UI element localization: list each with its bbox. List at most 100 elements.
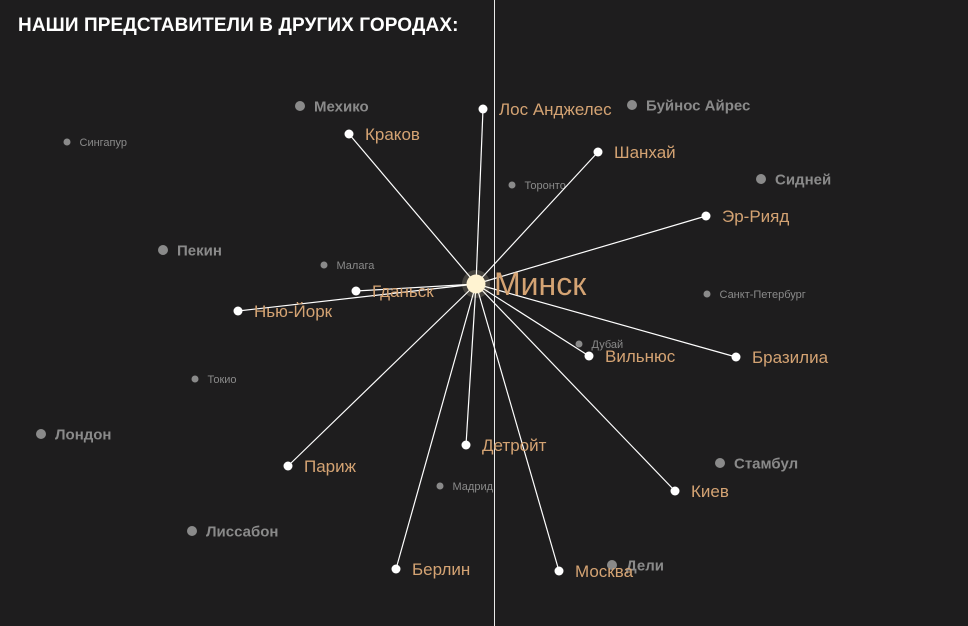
other-city-label: Мадрид — [453, 481, 494, 493]
connected-cities-layer: Лос АнджелесКраковШанхайЭр-РиядГданьскНь… — [233, 100, 829, 581]
other-city-dot — [320, 261, 328, 269]
connector-line — [355, 283, 477, 292]
connected-city-label[interactable]: Гданьск — [372, 282, 434, 301]
connected-city-label[interactable]: Лос Анджелес — [499, 100, 612, 119]
connected-city-8[interactable]: Детройт — [461, 436, 547, 455]
other-city-dot — [158, 245, 168, 255]
connected-city-11[interactable]: Берлин — [391, 560, 471, 579]
page-title: НАШИ ПРЕДСТАВИТЕЛИ В ДРУГИХ ГОРОДАХ: — [18, 15, 459, 36]
other-city-10: Лондон — [36, 426, 112, 443]
vertical-divider — [494, 0, 495, 626]
connected-city-dot[interactable] — [701, 211, 711, 221]
other-city-dot — [756, 174, 766, 184]
other-city-label: Дубай — [592, 339, 624, 351]
connected-city-label[interactable]: Детройт — [482, 436, 547, 455]
connected-city-dot[interactable] — [461, 440, 471, 450]
connected-city-label[interactable]: Берлин — [412, 560, 470, 579]
other-city-dot — [36, 429, 46, 439]
connector-line — [475, 151, 599, 285]
connected-city-dot[interactable] — [731, 352, 741, 362]
connector-line — [475, 108, 484, 285]
connected-city-dot[interactable] — [670, 486, 680, 496]
other-city-dot — [436, 482, 444, 490]
connected-city-label[interactable]: Нью-Йорк — [254, 302, 333, 321]
connected-city-dot[interactable] — [391, 564, 401, 574]
other-city-13: Лиссабон — [187, 523, 278, 540]
connected-city-2[interactable]: Шанхай — [593, 143, 676, 162]
other-city-7: Санкт-Петербург — [703, 289, 806, 301]
other-city-dot — [715, 458, 725, 468]
connector-line — [465, 283, 477, 446]
connected-city-label[interactable]: Киев — [691, 482, 729, 501]
other-city-label: Стамбул — [734, 455, 798, 472]
other-city-3: Торонто — [508, 180, 566, 192]
connected-city-1[interactable]: Краков — [344, 125, 420, 144]
other-city-11: Стамбул — [715, 455, 798, 472]
other-city-label: Токио — [208, 374, 237, 386]
other-city-dot — [63, 138, 71, 146]
connector-line — [287, 283, 477, 467]
other-city-label: Лондон — [55, 426, 112, 443]
other-city-label: Сингапур — [80, 137, 128, 149]
connected-city-label[interactable]: Москва — [575, 562, 634, 581]
other-city-label: Мехико — [314, 98, 369, 115]
connector-line — [475, 283, 676, 492]
other-city-dot — [627, 100, 637, 110]
other-city-12: Мадрид — [436, 481, 494, 493]
hub-label[interactable]: Минск — [494, 266, 587, 302]
connected-city-dot[interactable] — [554, 566, 564, 576]
connected-city-3[interactable]: Эр-Рияд — [701, 207, 790, 226]
connected-city-label[interactable]: Краков — [365, 125, 420, 144]
other-city-dot — [187, 526, 197, 536]
connected-city-label[interactable]: Эр-Рияд — [722, 207, 789, 226]
other-city-0: Мехико — [295, 98, 369, 115]
other-city-5: Пекин — [158, 242, 222, 259]
connected-city-9[interactable]: Париж — [283, 457, 357, 476]
other-city-dot — [575, 340, 583, 348]
other-city-6: Малага — [320, 260, 376, 272]
hub-dot[interactable] — [466, 274, 486, 294]
connected-city-4[interactable]: Гданьск — [351, 282, 435, 301]
connector-line — [475, 215, 707, 285]
other-city-14: Дели — [607, 557, 664, 574]
other-city-dot — [607, 560, 617, 570]
other-city-dot — [191, 375, 199, 383]
connected-city-dot[interactable] — [233, 306, 243, 316]
hub-layer: Минск — [462, 266, 587, 302]
connected-city-label[interactable]: Бразилиа — [752, 348, 829, 367]
other-city-label: Торонто — [525, 180, 566, 192]
other-city-dot — [508, 181, 516, 189]
other-city-label: Малага — [337, 260, 376, 272]
connected-city-0[interactable]: Лос Анджелес — [478, 100, 613, 119]
connected-city-dot[interactable] — [351, 286, 361, 296]
connected-city-7[interactable]: Бразилиа — [731, 348, 829, 367]
connector-line — [475, 283, 590, 357]
connected-city-10[interactable]: Киев — [670, 482, 729, 501]
connected-city-6[interactable]: Вильнюс — [584, 347, 676, 366]
other-city-dot — [703, 290, 711, 298]
connected-city-dot[interactable] — [584, 351, 594, 361]
other-city-label: Лиссабон — [206, 523, 278, 540]
connector-line — [237, 283, 477, 312]
other-city-label: Дели — [626, 557, 664, 574]
connected-city-dot[interactable] — [478, 104, 488, 114]
connected-city-dot[interactable] — [344, 129, 354, 139]
connected-city-dot[interactable] — [593, 147, 603, 157]
connector-line — [395, 283, 477, 570]
connected-city-5[interactable]: Нью-Йорк — [233, 302, 333, 321]
other-city-2: Сингапур — [63, 137, 128, 149]
connector-lines-layer — [237, 108, 737, 572]
other-city-9: Токио — [191, 374, 237, 386]
other-city-dot — [295, 101, 305, 111]
other-city-label: Буйнос Айрес — [646, 97, 750, 114]
other-city-label: Санкт-Петербург — [720, 289, 806, 301]
connected-city-label[interactable]: Вильнюс — [605, 347, 676, 366]
connected-city-12[interactable]: Москва — [554, 562, 634, 581]
connected-city-label[interactable]: Шанхай — [614, 143, 676, 162]
other-city-label: Сидней — [775, 171, 831, 188]
connected-city-dot[interactable] — [283, 461, 293, 471]
connected-city-label[interactable]: Париж — [304, 457, 357, 476]
